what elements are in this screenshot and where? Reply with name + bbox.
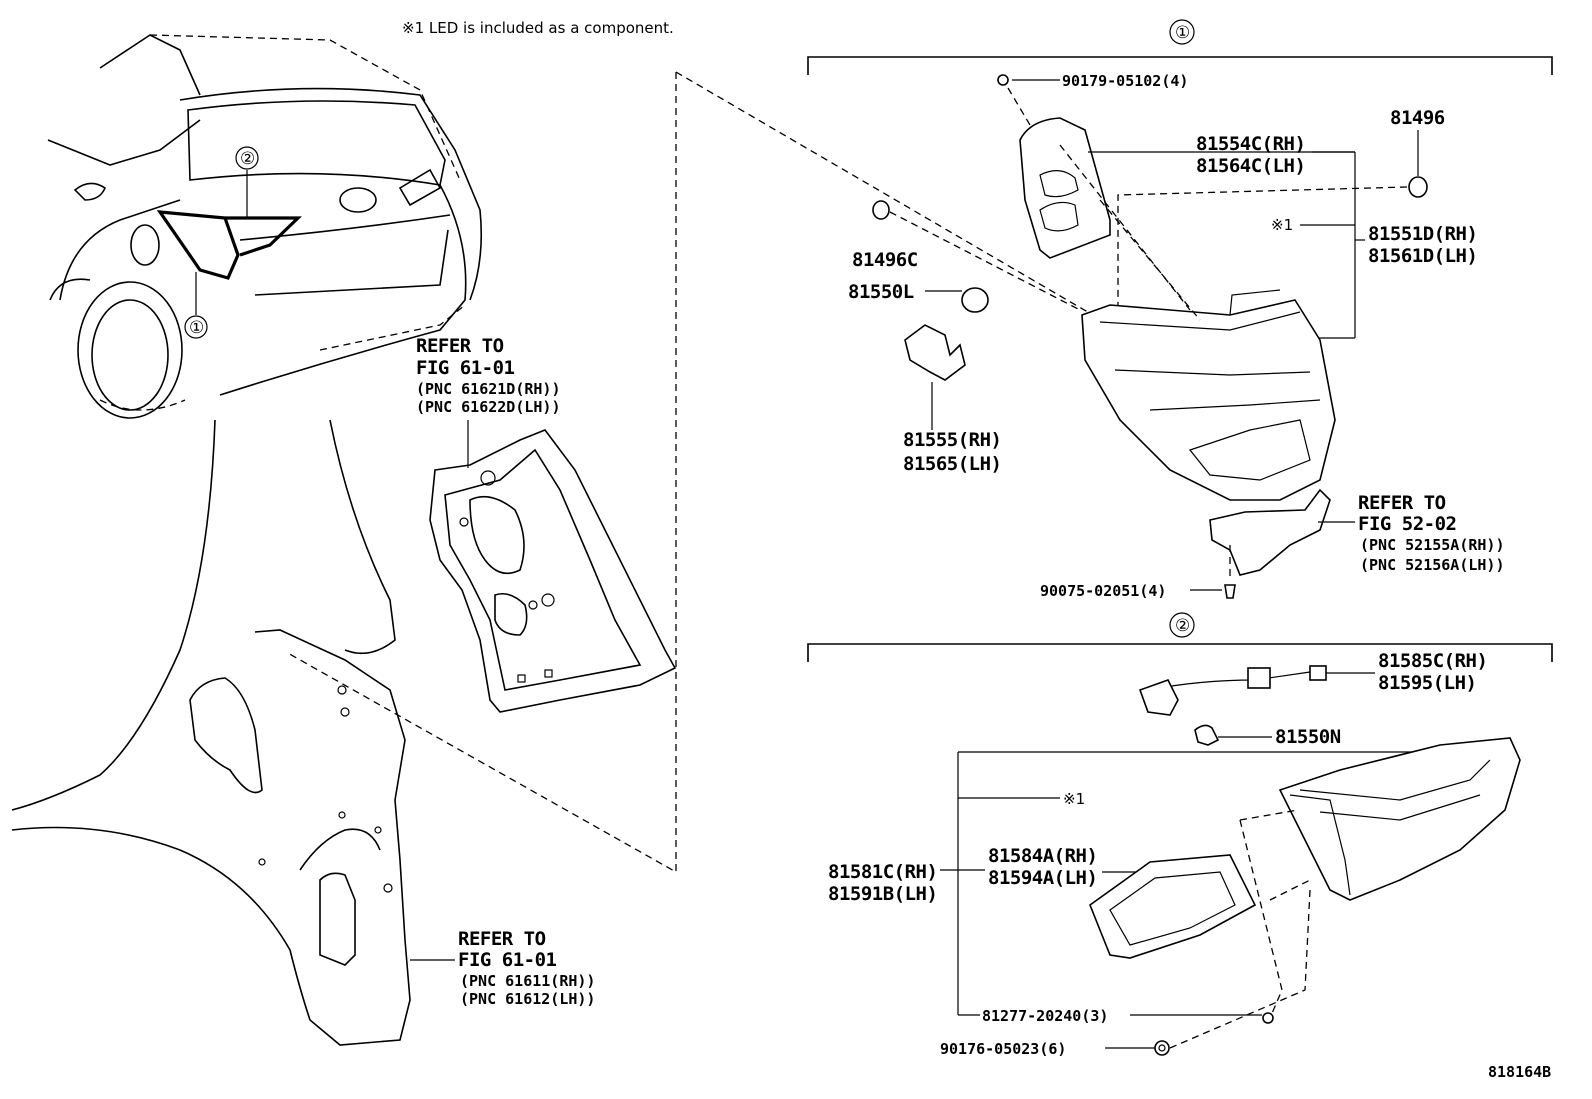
led-mark-group1: ※1	[1271, 216, 1293, 234]
refer-right: REFER TO FIG 52-02 (PNC 52155A(RH)) (PNC…	[1358, 492, 1505, 574]
car-callout-1: ①	[189, 318, 204, 338]
clip-81277-icon	[1262, 1012, 1274, 1024]
label-81551d: 81551D(RH)	[1368, 223, 1477, 245]
lamp-mount-bracket	[1209, 488, 1331, 576]
label-81594a: 81594A(LH)	[988, 867, 1097, 889]
refer-right-fig: FIG 52-02	[1358, 513, 1456, 535]
group-1-callout: ①	[1175, 23, 1190, 43]
refer-left-upper: REFER TO FIG 61-01 (PNC 61621D(RH)) (PNC…	[416, 335, 561, 416]
refer-left-upper-title: REFER TO	[416, 335, 504, 357]
nut-90176-icon	[1154, 1040, 1170, 1056]
group-2: ② 81585C(RH) 81595(LH) 81550N ※1 81581C(…	[807, 612, 1553, 1058]
label-81554c: 81554C(RH)	[1196, 133, 1305, 155]
back-lamp	[1278, 737, 1521, 901]
label-81550n: 81550N	[1275, 726, 1341, 748]
label-81550l: 81550L	[848, 281, 914, 303]
inner-panel-illustration	[429, 420, 677, 713]
car-callout-2: ②	[240, 149, 255, 169]
connector-81585c-icon	[1247, 667, 1271, 689]
label-81595: 81595(LH)	[1378, 672, 1476, 694]
rear-combination-lamp	[1081, 299, 1336, 501]
label-81496c: 81496C	[852, 249, 918, 271]
label-81277: 81277-20240(3)	[982, 1007, 1108, 1025]
refer-left-lower-pnc-lh: (PNC 61612(LH))	[460, 990, 595, 1008]
refer-left-lower-fig: FIG 61-01	[458, 949, 557, 971]
refer-left-upper-pnc-lh: (PNC 61622D(LH))	[416, 398, 561, 416]
label-81584a: 81584A(RH)	[988, 845, 1097, 867]
led-note: ※1 LED is included as a component.	[402, 19, 674, 37]
label-81561d: 81561D(LH)	[1368, 245, 1477, 267]
quarter-panel-illustration	[11, 419, 455, 1046]
refer-right-pnc-lh: (PNC 52156A(LH))	[1360, 556, 1505, 574]
label-90075: 90075-02051(4)	[1040, 582, 1166, 600]
bulb-81550n-icon	[1194, 724, 1220, 746]
refer-left-lower-pnc-rh: (PNC 61611(RH))	[460, 972, 595, 990]
socket-81585c-icon	[1138, 679, 1179, 716]
label-81591b: 81591B(LH)	[828, 883, 937, 905]
label-81496: 81496	[1390, 107, 1445, 129]
gasket-81584a	[1089, 854, 1257, 959]
led-mark-group2: ※1	[1063, 790, 1085, 808]
car-rear-illustration: ② ①	[47, 34, 483, 419]
socket-81496c-icon	[872, 200, 890, 220]
lamp-bracket	[1019, 117, 1111, 259]
refer-right-pnc-rh: (PNC 52155A(RH))	[1360, 536, 1505, 554]
label-81565: 81565(LH)	[903, 453, 1001, 475]
refer-right-title: REFER TO	[1358, 492, 1446, 514]
screw-90075-icon	[1224, 584, 1236, 599]
cap-81496-icon	[1408, 176, 1428, 198]
group-2-callout: ②	[1175, 616, 1190, 636]
label-81581c: 81581C(RH)	[828, 861, 937, 883]
label-81555: 81555(RH)	[903, 429, 1001, 451]
refer-left-lower: REFER TO FIG 61-01 (PNC 61611(RH)) (PNC …	[458, 928, 595, 1008]
refer-left-upper-fig: FIG 61-01	[416, 357, 515, 379]
refer-left-upper-pnc-rh: (PNC 61621D(RH))	[416, 380, 561, 398]
socket-81555-icon	[904, 324, 966, 381]
screw-90179-icon	[997, 74, 1009, 86]
group-1: ① 90179-05102(4) 81554C(RH) 81564C(LH) 8…	[807, 19, 1553, 600]
figure-id: 818164B	[1488, 1063, 1551, 1081]
label-90176: 90176-05023(6)	[940, 1040, 1066, 1058]
refer-left-lower-title: REFER TO	[458, 928, 546, 950]
label-81585c: 81585C(RH)	[1378, 650, 1487, 672]
label-81564c: 81564C(LH)	[1196, 155, 1305, 177]
label-90179: 90179-05102(4)	[1062, 72, 1188, 90]
bulb-81550l-icon	[961, 287, 989, 313]
